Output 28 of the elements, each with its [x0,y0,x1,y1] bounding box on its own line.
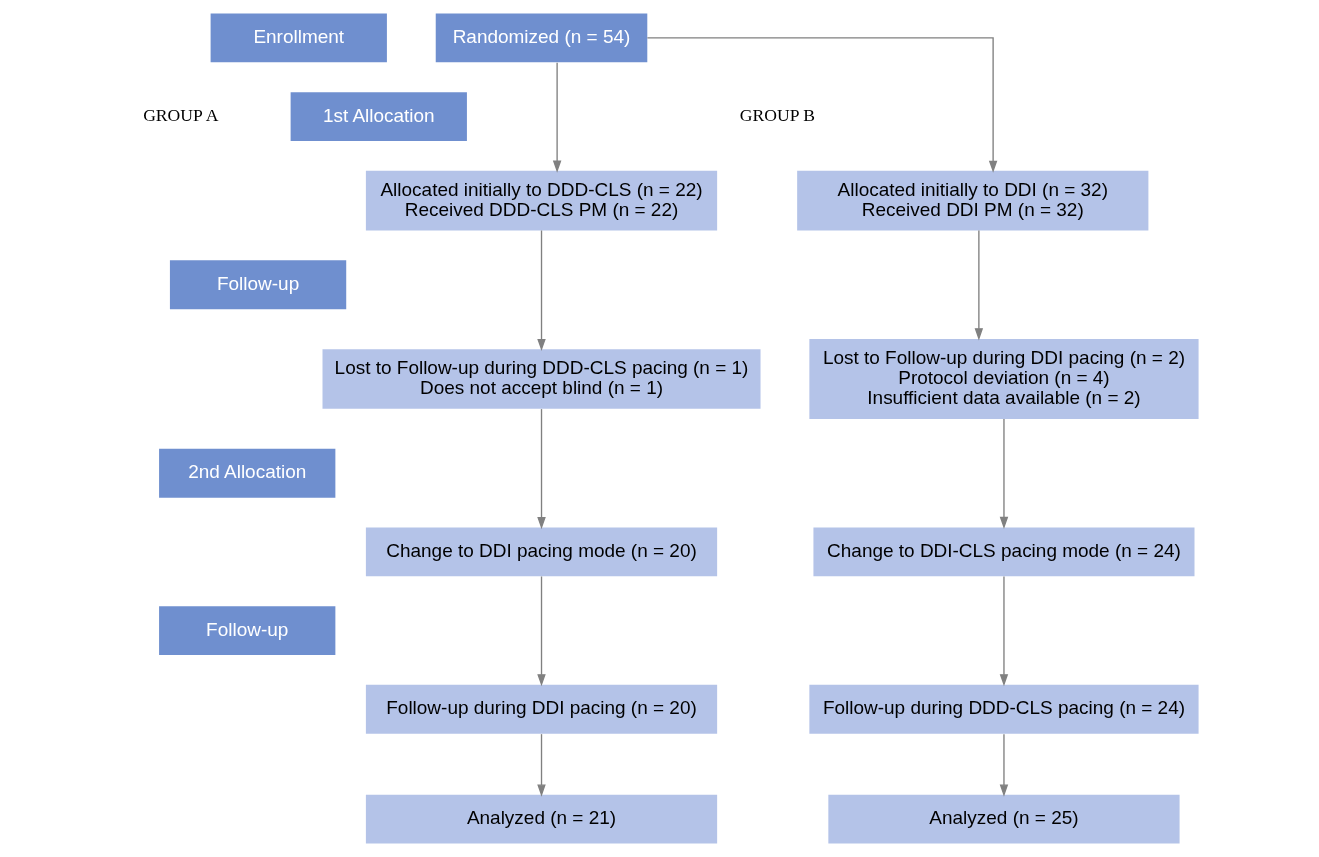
node-box: Enrollment [210,13,387,63]
arrow [974,229,984,341]
node-box: Allocated initially to DDD-CLS (n = 22) Received DDD-CLS PM (n = 22) [365,170,718,231]
arrow [999,733,1009,797]
arrow [537,229,546,352]
node-box: Randomized (n = 54) [435,13,648,63]
label: GROUP B [739,105,816,126]
arrow [999,418,1009,530]
node-box: Follow-up during DDD-CLS pacing (n = 24) [809,684,1199,734]
node-box: Lost to Follow-up during DDD-CLS pacing (n = 1) Does not accept blind (n = 1) [322,349,761,409]
node-box: Change to DDI-CLS pacing mode (n = 24) [813,527,1195,577]
node-box: Analyzed (n = 25) [828,794,1180,844]
arrow [537,408,546,530]
node-box: Allocated initially to DDI (n = 32) Received DDI PM (n = 32) [797,170,1149,231]
node-box: Change to DDI pacing mode (n = 20) [365,527,718,577]
node-box: Analyzed (n = 21) [365,794,718,844]
node-box: Lost to Follow-up during DDI pacing (n = 2) Protocol deviation (n = 4) Insufficient data available (n = 2) [809,339,1199,419]
node-box: 2nd Allocation [159,448,336,498]
label: GROUP A [143,105,219,126]
node-box: Follow-up during DDI pacing (n = 20) [365,684,718,734]
arrow [537,575,546,687]
arrow [537,733,546,797]
arrow [999,575,1009,687]
arrow [552,61,562,173]
node-box: 1st Allocation [290,92,467,141]
node-box: Follow-up [169,260,347,310]
node-box: Follow-up [159,606,336,655]
arrow [646,37,998,173]
